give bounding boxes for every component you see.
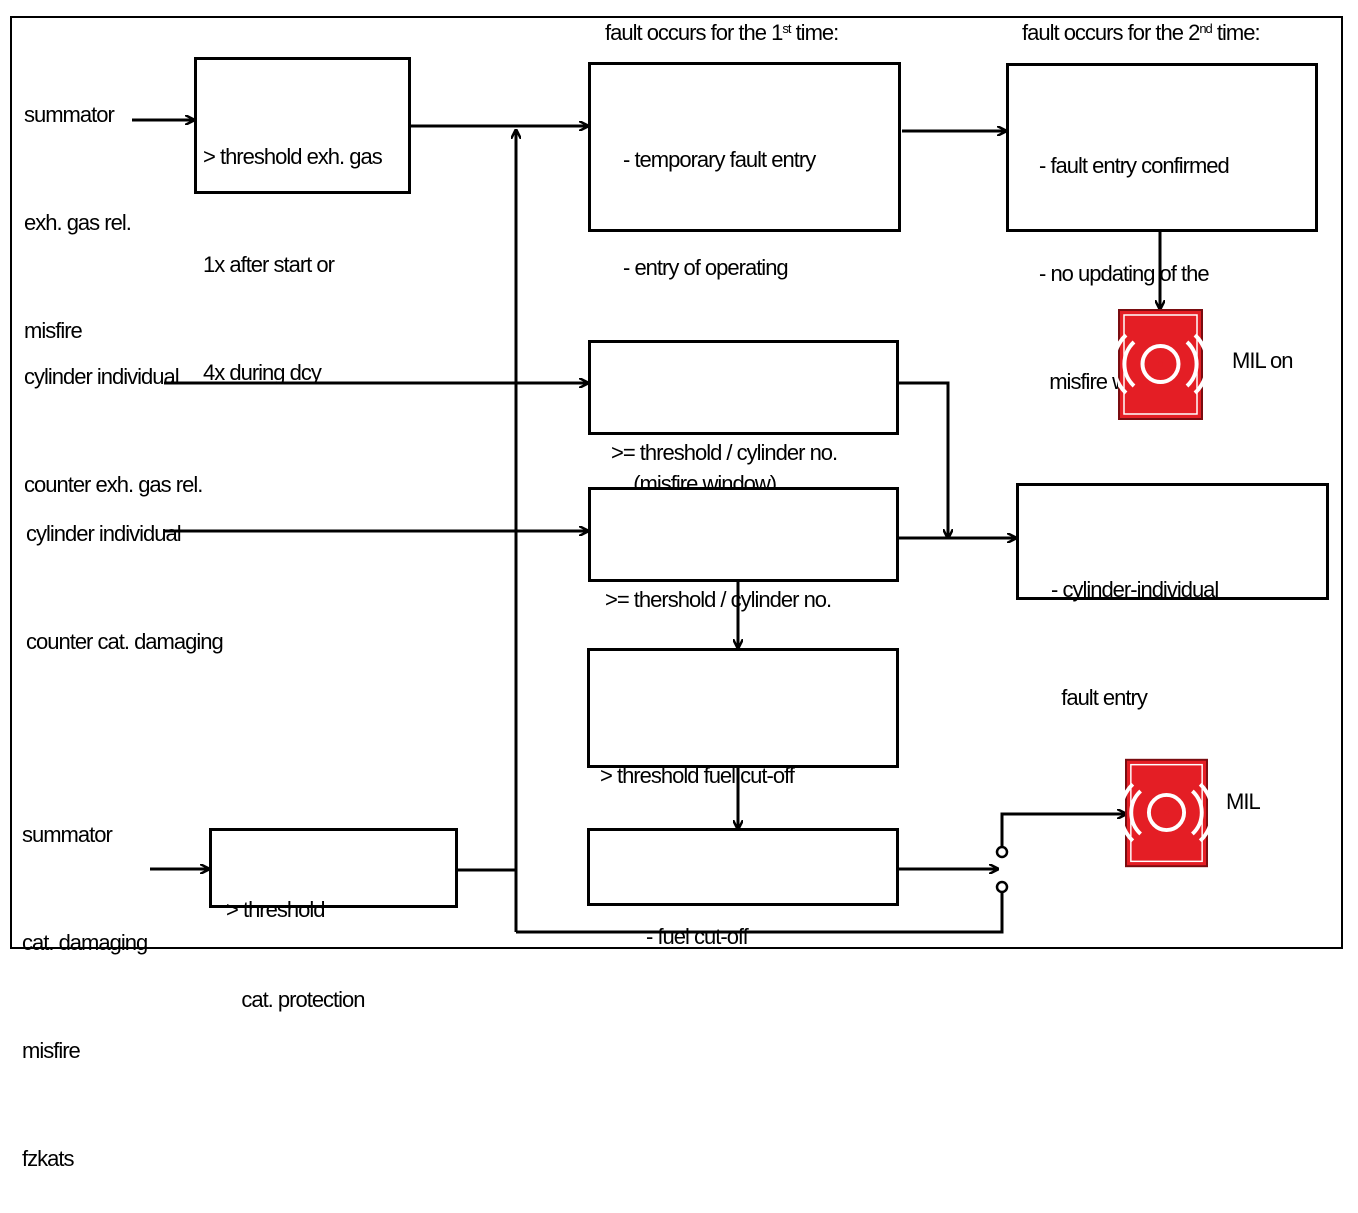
- box-line: - entry of operating: [623, 255, 789, 280]
- header-second-time: fault occurs for the 2nd time:: [1022, 15, 1261, 51]
- box-line: > threshold: [226, 897, 325, 922]
- header-text: time:: [1211, 20, 1261, 45]
- box-line: - fault entry confirmed: [1039, 153, 1230, 178]
- box-text: - fuel cut-off: [646, 847, 749, 1027]
- box-fuel-thresh: > threshold fuel cut-off: [587, 648, 899, 788]
- box-ge-thresh-cat: >= thershold / cylinder no.: [588, 487, 899, 612]
- box-line: - temporary fault entry: [623, 147, 816, 172]
- box-fuel-cutoff: - fuel cut-off: [587, 828, 899, 949]
- box-line: >= thershold / cylinder no.: [605, 587, 832, 612]
- label-line: summator: [24, 102, 115, 127]
- mil-label: MIL: [1226, 789, 1261, 814]
- arrow-to-mil: [1000, 814, 1126, 852]
- label-line: cylinder individual: [26, 521, 182, 546]
- mil-lamp-icon: [1118, 309, 1203, 420]
- label-line: summator: [22, 822, 113, 847]
- box-line: 1x after start or: [203, 252, 335, 277]
- box-text: >= threshold / cylinder no.: [611, 363, 838, 543]
- label-line: misfire: [22, 1038, 81, 1063]
- box-text: - fault entry confirmed - no updating of…: [1039, 76, 1230, 472]
- header-sup: nd: [1199, 21, 1213, 36]
- header-text: fault occurs for the 1: [605, 20, 783, 45]
- box-line: - no updating of the: [1039, 261, 1210, 286]
- box-ge-thresh-exh: >= threshold / cylinder no.: [588, 340, 899, 465]
- switch-contact-top: [995, 845, 1009, 859]
- mil-lamp-icon: [1125, 758, 1208, 868]
- label-line: exh. gas rel.: [24, 210, 132, 235]
- box-line: fault entry: [1051, 685, 1148, 710]
- label-line: cat. damaging: [22, 930, 148, 955]
- box-confirmed: - fault entry confirmed - no updating of…: [1006, 63, 1318, 394]
- header-text: fault occurs for the 2: [1022, 20, 1200, 45]
- label-line: misfire: [24, 318, 83, 343]
- box-text: > threshold exh. gas 1x after start or 4…: [203, 67, 383, 463]
- input-cyl-exh: cylinder individual counter exh. gas rel…: [24, 287, 203, 539]
- input-summator-cat: summator cat. damaging misfire fzkats: [22, 745, 148, 1213]
- box-text: >= thershold / cylinder no.: [605, 510, 832, 690]
- label-line: fzkats: [22, 1146, 74, 1171]
- box-line: > threshold exh. gas: [203, 144, 383, 169]
- input-cyl-cat: cylinder individual counter cat. damagin…: [26, 444, 224, 696]
- box-cat-protect: > threshold cat. protection: [209, 828, 458, 1012]
- arrow-exh-to-junction: [898, 381, 948, 538]
- switch-contact-bottom: [995, 880, 1009, 894]
- header-sup: st: [782, 21, 791, 36]
- diagram-frame: [10, 16, 1343, 949]
- box-line: > threshold fuel cut-off: [600, 763, 795, 788]
- line-bottom-loop: [516, 892, 1004, 934]
- label-line: counter cat. damaging: [26, 629, 224, 654]
- header-text: time:: [790, 20, 840, 45]
- connector-lines: [132, 0, 1358, 934]
- box-cyl-fault: - cylinder-individual fault entry: [1016, 483, 1329, 710]
- box-text: > threshold fuel cut-off: [600, 686, 795, 866]
- box-line: 4x during dcy: [203, 360, 322, 385]
- mil-on-label: MIL on: [1232, 348, 1293, 373]
- box-line: cat. protection: [226, 987, 365, 1012]
- box-line: - fuel cut-off: [646, 924, 749, 949]
- label-line: cylinder individual: [24, 364, 180, 389]
- box-line: - cylinder-individual: [1051, 577, 1219, 602]
- label-line: counter exh. gas rel.: [24, 472, 203, 497]
- input-summator-exh: summator exh. gas rel. misfire: [24, 25, 132, 385]
- box-temp-fault: - temporary fault entry - entry of opera…: [588, 62, 901, 496]
- header-first-time: fault occurs for the 1st time:: [605, 15, 840, 51]
- box-line: >= threshold / cylinder no.: [611, 440, 838, 465]
- box-threshold-exh: > threshold exh. gas 1x after start or 4…: [194, 57, 411, 385]
- box-text: > threshold cat. protection: [226, 835, 366, 1075]
- box-text: - cylinder-individual fault entry: [1051, 500, 1219, 788]
